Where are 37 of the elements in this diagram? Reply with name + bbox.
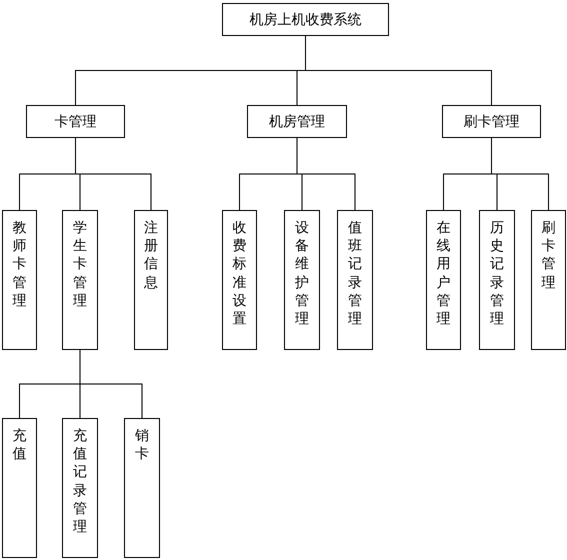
connector-line — [80, 350, 142, 418]
module-box — [134, 210, 168, 350]
module-label: 在线用户管理 — [436, 219, 450, 328]
module-box — [531, 210, 566, 350]
connector-line — [296, 138, 356, 210]
connector-line — [75, 138, 152, 210]
module-box — [124, 418, 160, 558]
module-label: 刷卡管理 — [464, 112, 520, 130]
connector-line — [491, 138, 549, 210]
module-box — [426, 210, 461, 350]
module-label: 机房上机收费系统 — [250, 10, 362, 28]
module-box — [479, 210, 515, 350]
module-box — [62, 418, 98, 558]
module-box — [222, 3, 389, 36]
module-label: 学生卡管理 — [73, 219, 87, 310]
module-label: 设备维护管理 — [295, 219, 309, 328]
module-box — [222, 210, 257, 350]
module-label: 机房管理 — [269, 112, 325, 130]
module-label: 充值记录管理 — [73, 427, 87, 536]
module-box — [247, 105, 347, 138]
module-box — [2, 210, 37, 350]
module-label: 销卡 — [135, 427, 149, 464]
module-label: 卡管理 — [54, 112, 96, 130]
module-label: 注册信息 — [144, 219, 158, 292]
module-label: 收费标准设置 — [232, 219, 246, 328]
module-box — [442, 105, 541, 138]
module-box — [26, 105, 125, 138]
module-box — [284, 210, 320, 350]
module-box — [337, 210, 373, 350]
module-label: 刷卡管理 — [542, 219, 556, 292]
module-box — [62, 210, 98, 350]
module-label: 历史记录管理 — [490, 219, 504, 328]
module-label: 值班记录管理 — [348, 219, 362, 328]
module-label: 充值 — [12, 427, 26, 464]
module-box — [2, 418, 37, 558]
module-label: 教师卡管理 — [12, 219, 26, 310]
connector-line — [305, 36, 492, 106]
